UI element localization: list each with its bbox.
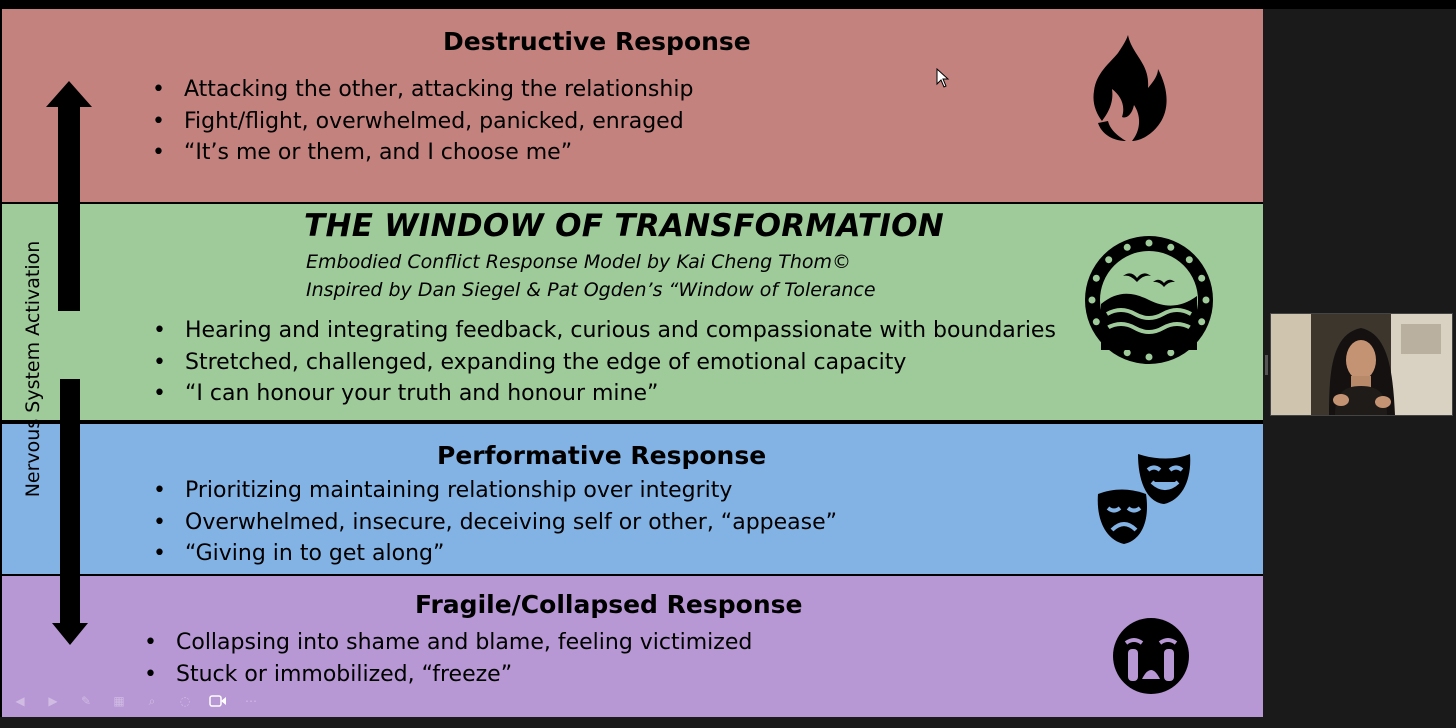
ellipsis-icon[interactable]: ⋯: [245, 694, 257, 708]
window-band: THE WINDOW OF TRANSFORMATION Embodied Co…: [2, 204, 1263, 420]
down-arrow-icon: [52, 379, 88, 645]
fragile-bullets: Collapsing into shame and blame, feeling…: [144, 627, 752, 690]
destructive-heading: Destructive Response: [443, 27, 751, 56]
camera-icon[interactable]: [206, 690, 230, 712]
list-item: “Giving in to get along”: [153, 538, 837, 570]
up-arrow-icon: [46, 81, 92, 311]
presentation-slide: Destructive Response Attacking the other…: [0, 9, 1263, 717]
theater-masks-icon: [1097, 454, 1191, 544]
next-icon[interactable]: ▶: [48, 694, 58, 708]
pen-icon[interactable]: ✎: [80, 694, 92, 708]
list-item: Hearing and integrating feedback, curiou…: [153, 315, 1056, 347]
list-item: Stuck or immobilized, “freeze”: [144, 659, 752, 691]
list-item: Fight/flight, overwhelmed, panicked, enr…: [152, 106, 693, 138]
previous-icon[interactable]: ◀: [15, 694, 25, 708]
destructive-band: Destructive Response Attacking the other…: [2, 9, 1263, 202]
porthole-window-icon: [1085, 236, 1213, 364]
performative-bullets: Prioritizing maintaining relationship ov…: [153, 475, 837, 570]
more-icon[interactable]: ◌: [179, 694, 191, 708]
list-item: Collapsing into shame and blame, feeling…: [144, 627, 752, 659]
nervous-system-activation-label: Nervous System Activation: [22, 240, 44, 498]
presentation-toolbar: ◀ ▶ ✎ ▦ ⌕ ◌ ⋯: [8, 690, 263, 712]
list-item: Prioritizing maintaining relationship ov…: [153, 475, 837, 507]
performative-heading: Performative Response: [437, 441, 767, 470]
participant-video[interactable]: [1270, 313, 1453, 416]
performative-band: Performative Response Prioritizing maint…: [2, 424, 1263, 574]
fragile-heading: Fragile/Collapsed Response: [415, 590, 803, 619]
panel-divider[interactable]: [1265, 355, 1268, 375]
slides-icon[interactable]: ▦: [113, 694, 125, 708]
list-item: Attacking the other, attacking the relat…: [152, 74, 693, 106]
crying-face-icon: [1113, 618, 1189, 694]
zoom-icon[interactable]: ⌕: [148, 693, 156, 708]
top-bar: [0, 0, 1456, 9]
list-item: “I can honour your truth and honour mine…: [153, 378, 1056, 410]
window-bullets: Hearing and integrating feedback, curiou…: [153, 315, 1056, 410]
list-item: “It’s me or them, and I choose me”: [152, 137, 693, 169]
window-subtitle-author: Embodied Conflict Response Model by Kai …: [306, 251, 851, 273]
mouse-cursor-icon: [936, 68, 950, 88]
fragile-band: Fragile/Collapsed Response Collapsing in…: [2, 576, 1263, 717]
destructive-bullets: Attacking the other, attacking the relat…: [152, 74, 693, 169]
window-subtitle-inspiration: Inspired by Dan Siegel & Pat Ogden’s “Wi…: [306, 279, 876, 301]
fire-icon: [1093, 35, 1167, 141]
window-title: THE WINDOW OF TRANSFORMATION: [304, 208, 945, 244]
list-item: Overwhelmed, insecure, deceiving self or…: [153, 507, 837, 539]
list-item: Stretched, challenged, expanding the edg…: [153, 347, 1056, 379]
